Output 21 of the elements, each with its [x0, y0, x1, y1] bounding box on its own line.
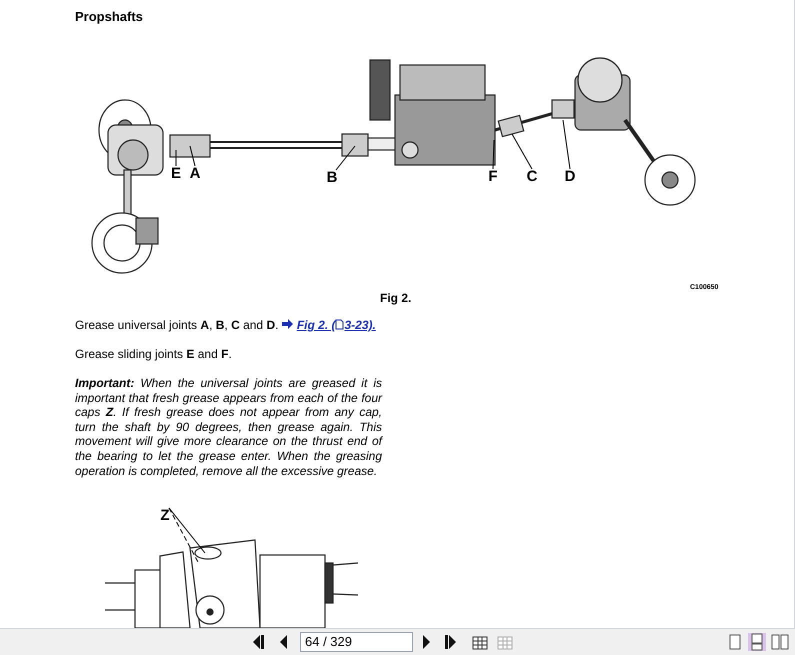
- callout-letter: Z: [158, 508, 172, 524]
- leader-line: [336, 146, 356, 170]
- callout-letter: F: [486, 169, 500, 185]
- callout-letter: B: [325, 170, 339, 186]
- figure-caption: Fig 2.: [380, 290, 412, 307]
- callout-letter: E: [169, 166, 183, 182]
- callout-letter: A: [188, 166, 202, 182]
- page-number-field: 64 / 329: [300, 632, 413, 652]
- callout-letter: C: [525, 169, 539, 185]
- instruction-text: Grease universal joints A, B, C and D. Fig 2. ( 3-23).: [75, 318, 377, 333]
- leader-line: [168, 508, 198, 562]
- leader-line: [190, 146, 196, 166]
- leader-line: [492, 140, 494, 170]
- callout-letter: D: [563, 169, 577, 185]
- figure-link: Fig 2. ( 3-23).: [282, 318, 376, 332]
- important-note: Important: When the universal joints are greased it is important that fresh grease appears from each of the four caps Z. If fresh grease does not appear from any cap, turn the shaft by 90 degrees, then grease again. This movement will give more clearance on the thrust end of the bearing to let the grease enter. When the greasing operation is completed, remove all the excessive grease.: [75, 376, 382, 478]
- leader-line: [512, 134, 532, 170]
- leader-line: [562, 120, 570, 170]
- instruction-text: Grease sliding joints E and F.: [75, 347, 233, 362]
- leader-line: [168, 508, 206, 554]
- page-title: Propshafts: [75, 8, 143, 26]
